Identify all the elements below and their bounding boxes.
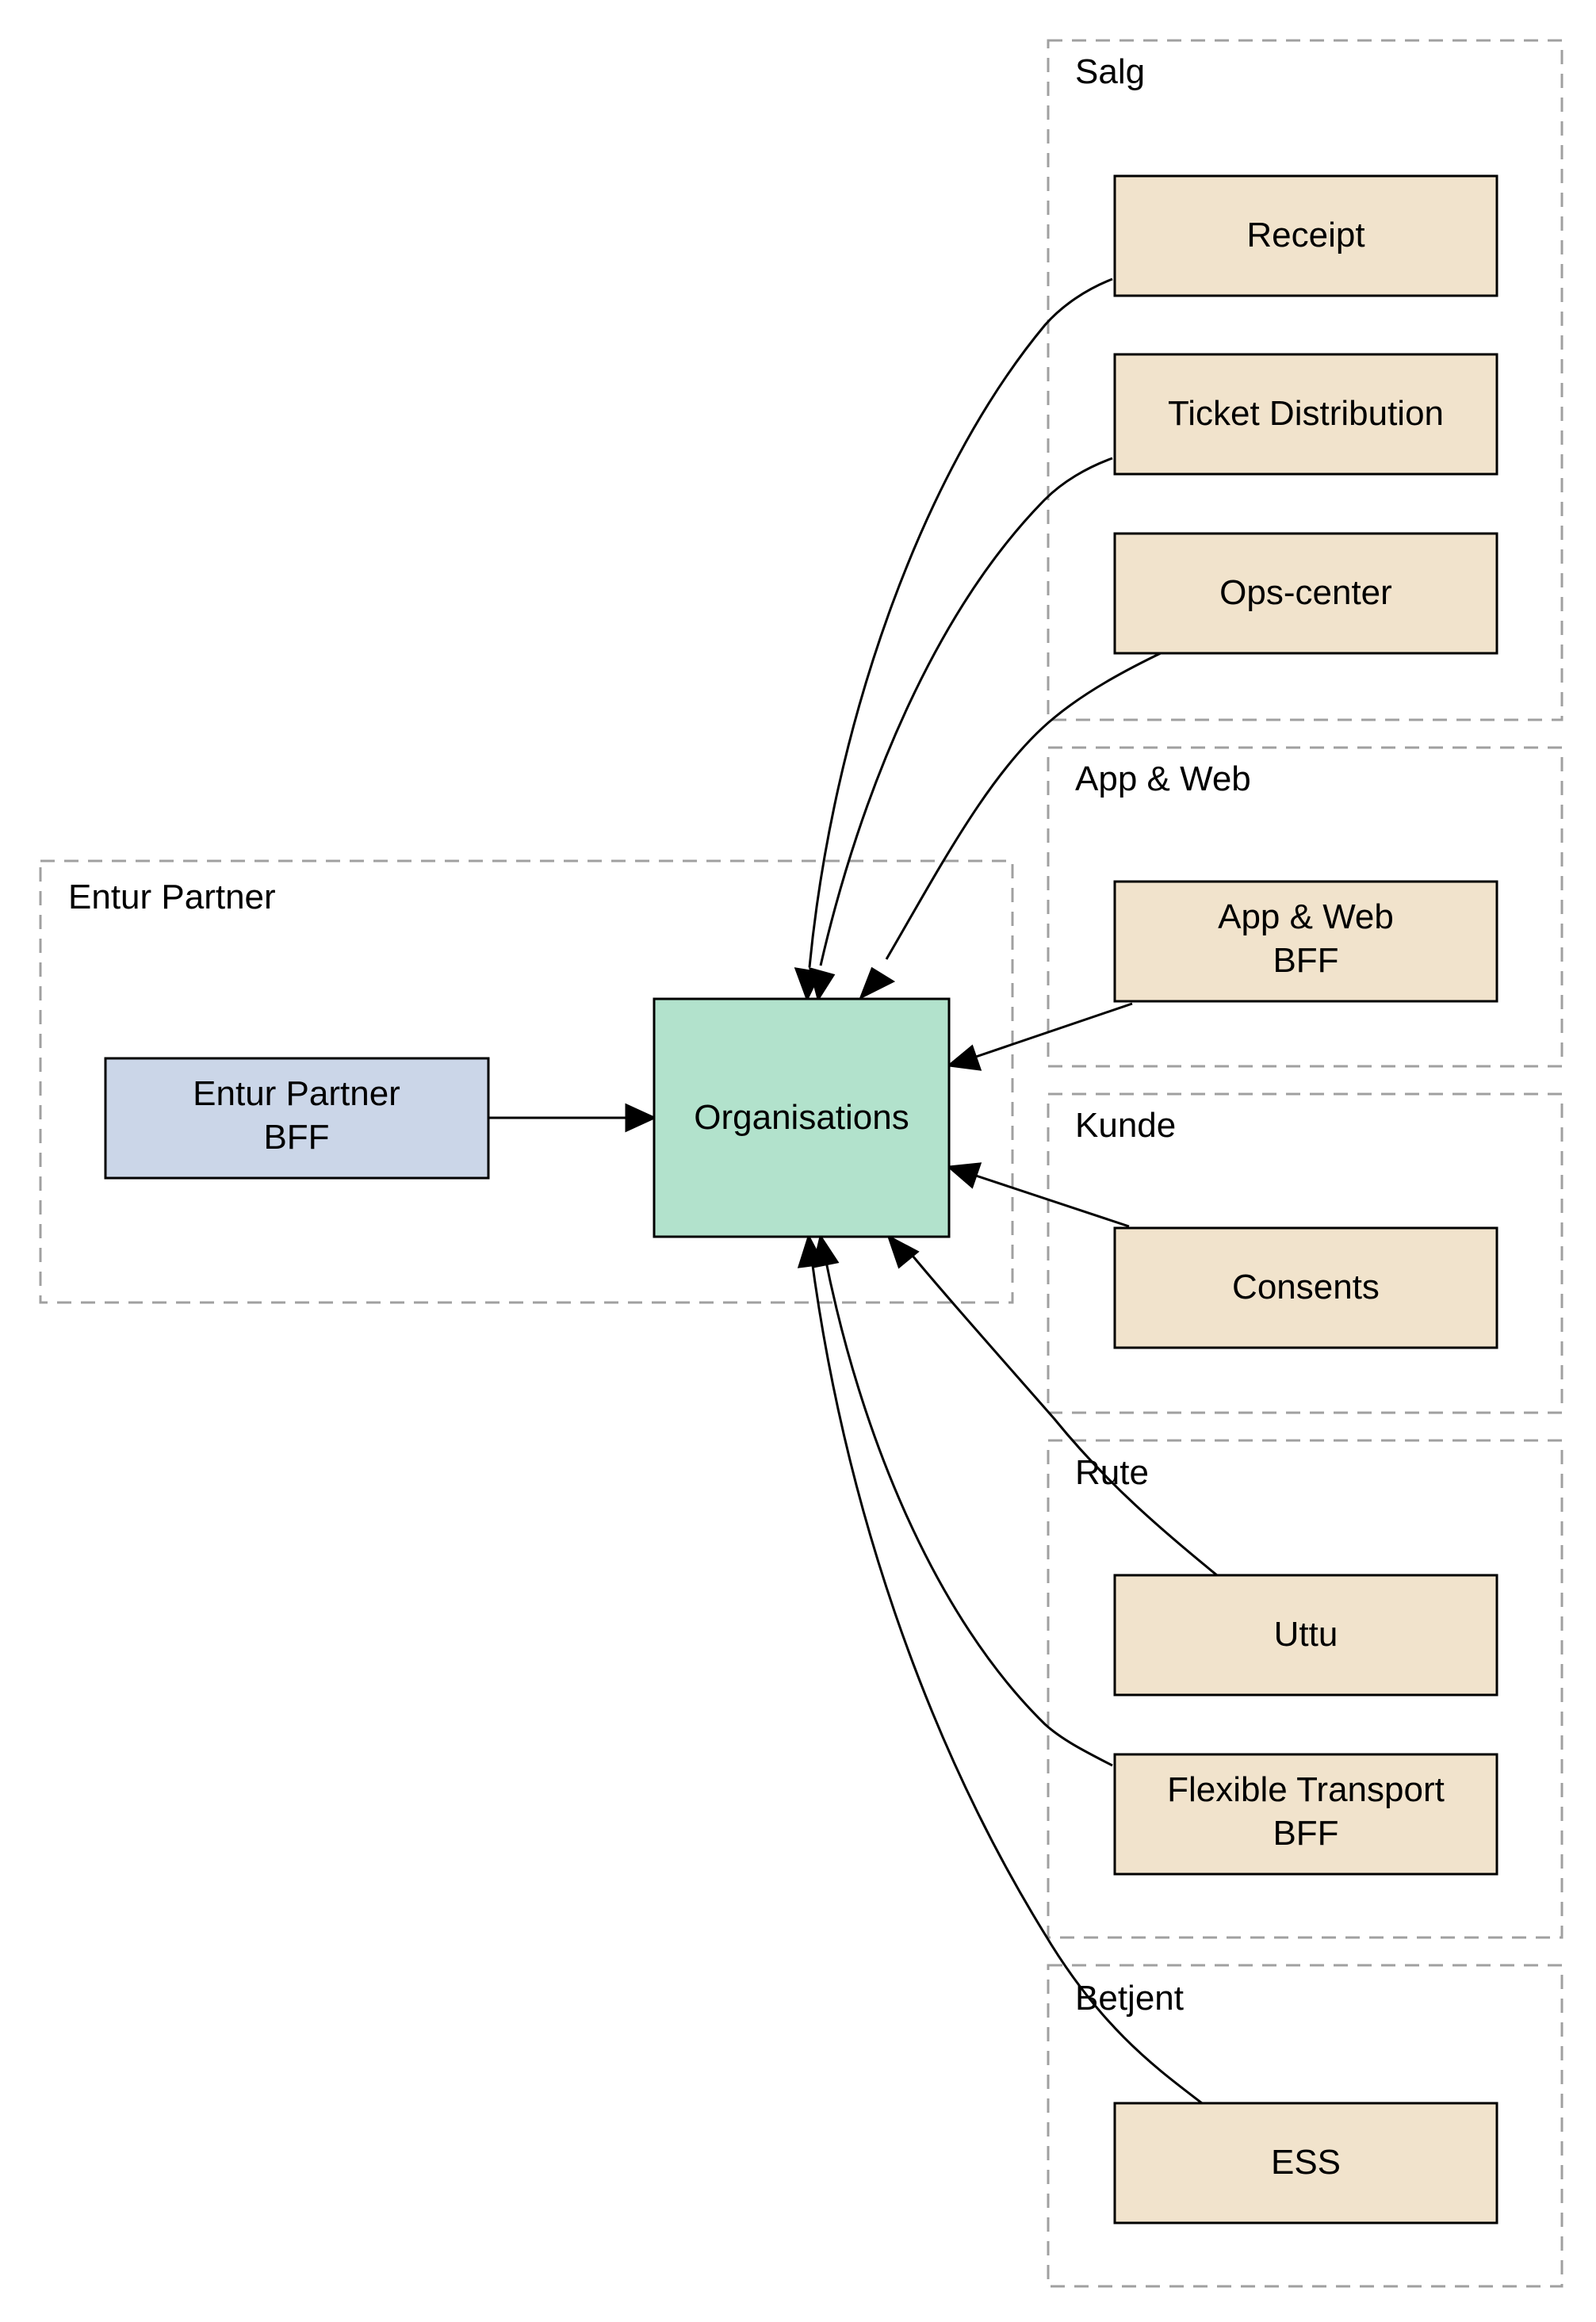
cluster-app-web: App & Web bbox=[1047, 746, 1563, 1068]
ticket-distribution-box bbox=[1113, 353, 1498, 476]
edge-receipt-to-organisations bbox=[808, 277, 1113, 968]
cluster-app-web-label: App & Web bbox=[1075, 759, 1251, 798]
edge-flexible-transport-bff-to-organisations bbox=[823, 1253, 1113, 1767]
cluster-kunde-border bbox=[1047, 1092, 1563, 1414]
cluster-betjent-label: Betjent bbox=[1075, 1979, 1184, 2018]
ess-box bbox=[1113, 2102, 1498, 2224]
node-app-web-bff[interactable]: App & Web BFF bbox=[1113, 880, 1498, 1003]
node-flexible-transport-bff[interactable]: Flexible Transport BFF bbox=[1113, 1753, 1498, 1876]
organisations-label: Organisations bbox=[694, 1098, 909, 1137]
arrowhead-from-app-web bbox=[946, 1044, 982, 1071]
node-ops-center[interactable]: Ops-center bbox=[1113, 532, 1498, 655]
flexible-transport-bff-label-line1: Flexible Transport bbox=[1167, 1770, 1445, 1809]
uttu-box bbox=[1113, 1574, 1498, 1697]
ticket-distribution-label: Ticket Distribution bbox=[1168, 394, 1444, 433]
edge-consents-to-organisations bbox=[973, 1173, 1130, 1228]
arrowheads bbox=[625, 966, 982, 1269]
node-ess[interactable]: ESS bbox=[1113, 2102, 1498, 2224]
entur-partner-bff-label-line1: Entur Partner bbox=[193, 1074, 400, 1113]
ops-center-label: Ops-center bbox=[1219, 573, 1392, 612]
node-receipt[interactable]: Receipt bbox=[1113, 174, 1498, 297]
cluster-entur-partner-border bbox=[39, 859, 1014, 1304]
cluster-entur-partner-label: Entur Partner bbox=[68, 878, 276, 916]
entur-partner-bff-label-line2: BFF bbox=[263, 1118, 329, 1157]
cluster-salg-label: Salg bbox=[1075, 52, 1145, 91]
arrowhead-from-ops-center bbox=[859, 966, 896, 1000]
app-web-bff-label-line2: BFF bbox=[1273, 941, 1338, 980]
ops-center-box bbox=[1113, 532, 1498, 655]
uttu-label: Uttu bbox=[1274, 1615, 1338, 1654]
organisations-box bbox=[653, 997, 951, 1238]
edge-ops-center-to-organisations bbox=[885, 650, 1165, 960]
cluster-salg: Salg bbox=[1047, 39, 1563, 721]
cluster-kunde: Kunde bbox=[1047, 1092, 1563, 1414]
cluster-rute: Rute bbox=[1047, 1439, 1563, 1939]
ess-label: ESS bbox=[1271, 2143, 1341, 2182]
cluster-rute-border bbox=[1047, 1439, 1563, 1939]
arrowhead-from-ticket-distribution bbox=[808, 966, 836, 1002]
cluster-rute-label: Rute bbox=[1075, 1453, 1149, 1492]
node-consents[interactable]: Consents bbox=[1113, 1226, 1498, 1349]
arrowhead-from-ess bbox=[797, 1234, 825, 1268]
edge-app-web-bff-to-organisations bbox=[973, 1002, 1133, 1059]
cluster-betjent: Betjent bbox=[1047, 1964, 1563, 2288]
edge-ticket-distribution-to-organisations bbox=[819, 457, 1113, 966]
edge-ess-to-organisations bbox=[809, 1253, 1203, 2105]
cluster-app-web-border bbox=[1047, 746, 1563, 1068]
node-entur-partner-bff[interactable]: Entur Partner BFF bbox=[104, 1057, 490, 1180]
entur-partner-bff-box bbox=[104, 1057, 490, 1180]
app-web-bff-label-line1: App & Web bbox=[1218, 897, 1394, 936]
cluster-salg-border bbox=[1047, 39, 1563, 721]
consents-box bbox=[1113, 1226, 1498, 1349]
receipt-label: Receipt bbox=[1246, 216, 1364, 254]
arrowhead-from-uttu bbox=[886, 1234, 920, 1269]
consents-label: Consents bbox=[1232, 1268, 1380, 1306]
node-ticket-distribution[interactable]: Ticket Distribution bbox=[1113, 353, 1498, 476]
arrowhead-from-entur-partner bbox=[625, 1103, 657, 1133]
flexible-transport-bff-box bbox=[1113, 1753, 1498, 1876]
node-uttu[interactable]: Uttu bbox=[1113, 1574, 1498, 1697]
cluster-betjent-border bbox=[1047, 1964, 1563, 2288]
app-web-bff-box bbox=[1113, 880, 1498, 1003]
cluster-kunde-label: Kunde bbox=[1075, 1106, 1176, 1145]
flexible-transport-bff-label-line2: BFF bbox=[1273, 1814, 1338, 1853]
receipt-box bbox=[1113, 174, 1498, 297]
edges bbox=[488, 277, 1218, 2105]
arrowhead-from-consents bbox=[946, 1162, 982, 1189]
cluster-entur-partner: Entur Partner bbox=[39, 859, 1014, 1304]
node-organisations[interactable]: Organisations bbox=[653, 997, 951, 1238]
edge-uttu-to-organisations bbox=[904, 1246, 1218, 1577]
